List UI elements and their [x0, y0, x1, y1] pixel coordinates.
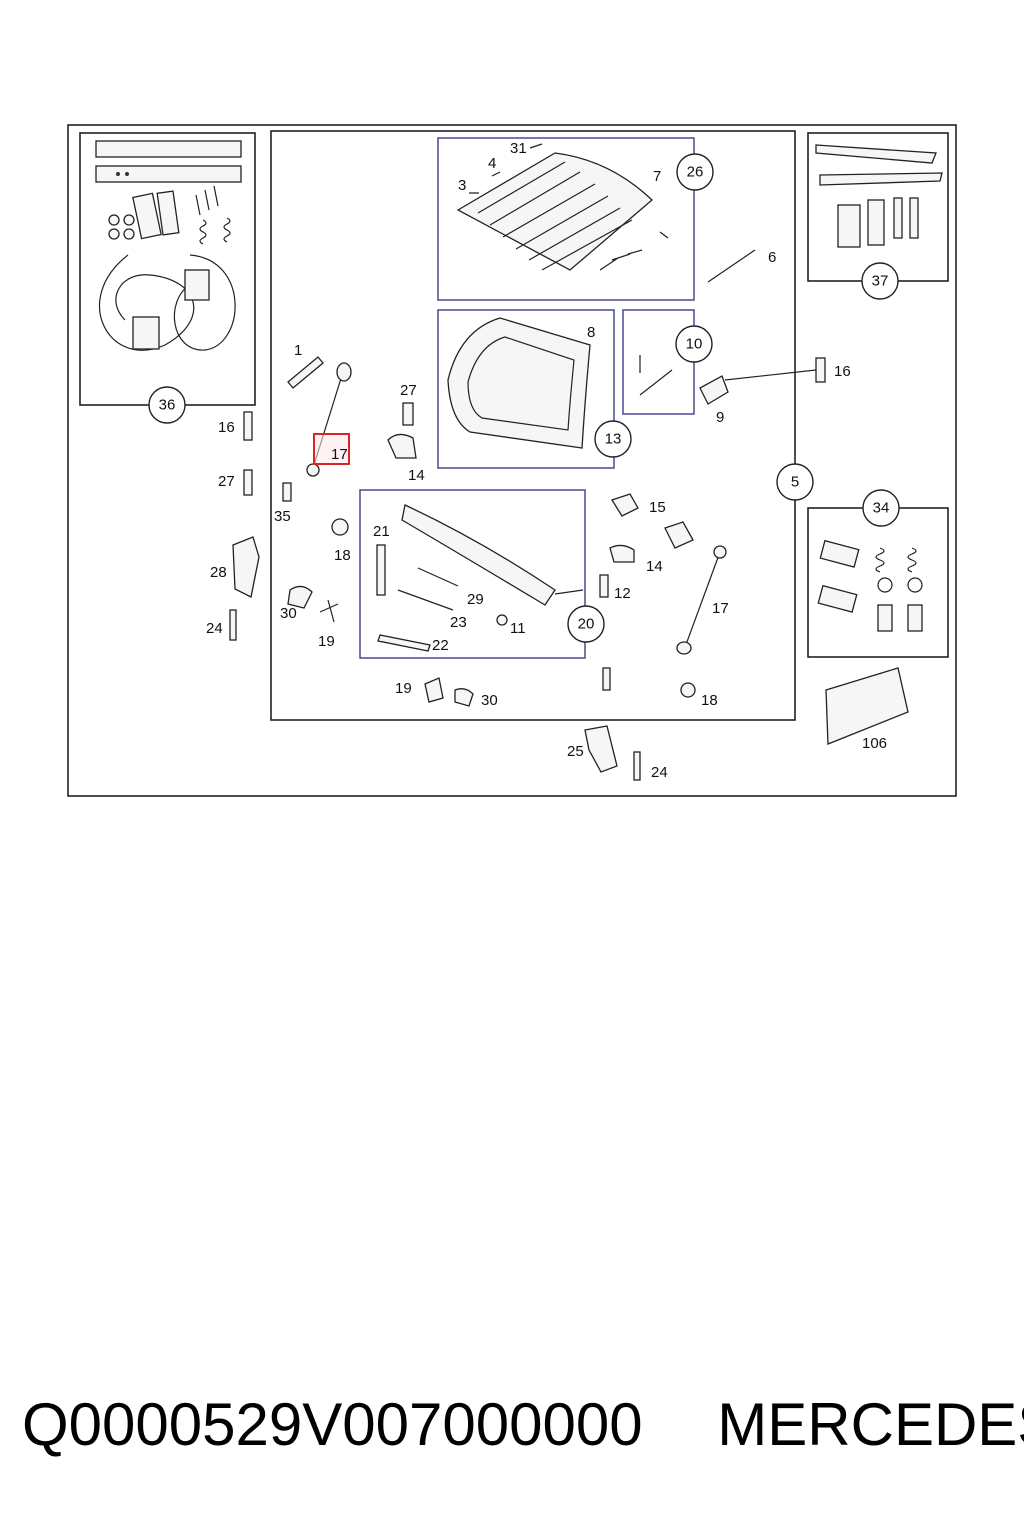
- callout-label-15: 15: [649, 499, 666, 516]
- trim-strips-illustration: [95, 140, 242, 183]
- group-frame-10: [622, 309, 695, 415]
- callout-label-1: 1: [294, 342, 302, 359]
- callout-label-8: 8: [587, 324, 595, 341]
- callout-label-7: 7: [653, 168, 661, 185]
- group-circle-26: [676, 153, 714, 191]
- group-frame-26: [437, 137, 695, 301]
- callout-label-17: 17: [331, 446, 348, 463]
- group-circle-37: [861, 262, 899, 300]
- group-circle-34: [862, 489, 900, 527]
- group-circle-10: [675, 325, 713, 363]
- group-label-34: 34: [873, 500, 890, 517]
- cable-assembly-illustration: [98, 254, 236, 351]
- small-parts-illustration: [229, 356, 909, 781]
- callout-label-4: 4: [488, 155, 496, 172]
- group-circle-13: [594, 420, 632, 458]
- group-label-5: 5: [791, 474, 799, 491]
- bolt-parts-34-illustration: [817, 539, 923, 632]
- part-code: Q0000529V007000000: [22, 1391, 643, 1458]
- group-label-13: 13: [605, 431, 622, 448]
- callout-label-14: 14: [408, 467, 425, 484]
- diagram-frame: [67, 124, 957, 797]
- callout-label-16: 16: [218, 419, 235, 436]
- screws-illustration-36: [108, 185, 231, 245]
- tailgate-panel-illustration: [456, 143, 669, 271]
- callout-label-3: 3: [458, 177, 466, 194]
- callout-label-31: 31: [510, 140, 527, 157]
- callout-label-27: 27: [400, 382, 417, 399]
- group-circle-5: [776, 463, 814, 501]
- group-circle-36: [148, 386, 186, 424]
- callout-label-12: 12: [614, 585, 631, 602]
- callout-label-27: 27: [218, 473, 235, 490]
- group-circle-20: [567, 605, 605, 643]
- group-frame-13: [437, 309, 615, 469]
- callout-label-28: 28: [210, 564, 227, 581]
- callout-label-14: 14: [646, 558, 663, 575]
- callout-label-25: 25: [567, 743, 584, 760]
- callout-label-19: 19: [395, 680, 412, 697]
- callout-label-21: 21: [373, 523, 390, 540]
- callout-label-24: 24: [206, 620, 223, 637]
- callout-label-16: 16: [834, 363, 851, 380]
- brand-name: MERCEDES: [717, 1391, 1024, 1458]
- footer-caption: Q0000529V007000000 MERCEDES: [22, 1390, 1024, 1470]
- rod-part-illustration: [639, 355, 673, 396]
- callout-label-18: 18: [701, 692, 718, 709]
- group-label-37: 37: [872, 273, 889, 290]
- group-label-20: 20: [578, 616, 595, 633]
- leader-6: [707, 249, 756, 283]
- callout-label-17: 17: [712, 600, 729, 617]
- window-frame-illustration: [447, 317, 591, 449]
- bracket-parts-37-illustration: [815, 144, 943, 248]
- group-label-10: 10: [686, 336, 703, 353]
- callout-label-29: 29: [467, 591, 484, 608]
- callout-label-23: 23: [450, 614, 467, 631]
- group-frame-5: [270, 130, 796, 721]
- group-label-26: 26: [687, 164, 704, 181]
- callout-label-11: 11: [510, 620, 526, 637]
- callout-label-106: 106: [862, 735, 887, 752]
- callout-label-24: 24: [651, 764, 668, 781]
- group-frame-20: [359, 489, 586, 659]
- callout-label-30: 30: [280, 605, 297, 622]
- callout-label-19: 19: [318, 633, 335, 650]
- highlight-box-17[interactable]: [313, 433, 350, 465]
- callout-label-35: 35: [274, 508, 291, 525]
- callout-label-30: 30: [481, 692, 498, 709]
- callout-label-22: 22: [432, 637, 449, 654]
- group-label-36: 36: [159, 397, 176, 414]
- callout-label-18: 18: [334, 547, 351, 564]
- callout-label-6: 6: [768, 249, 776, 266]
- callout-label-9: 9: [716, 409, 724, 426]
